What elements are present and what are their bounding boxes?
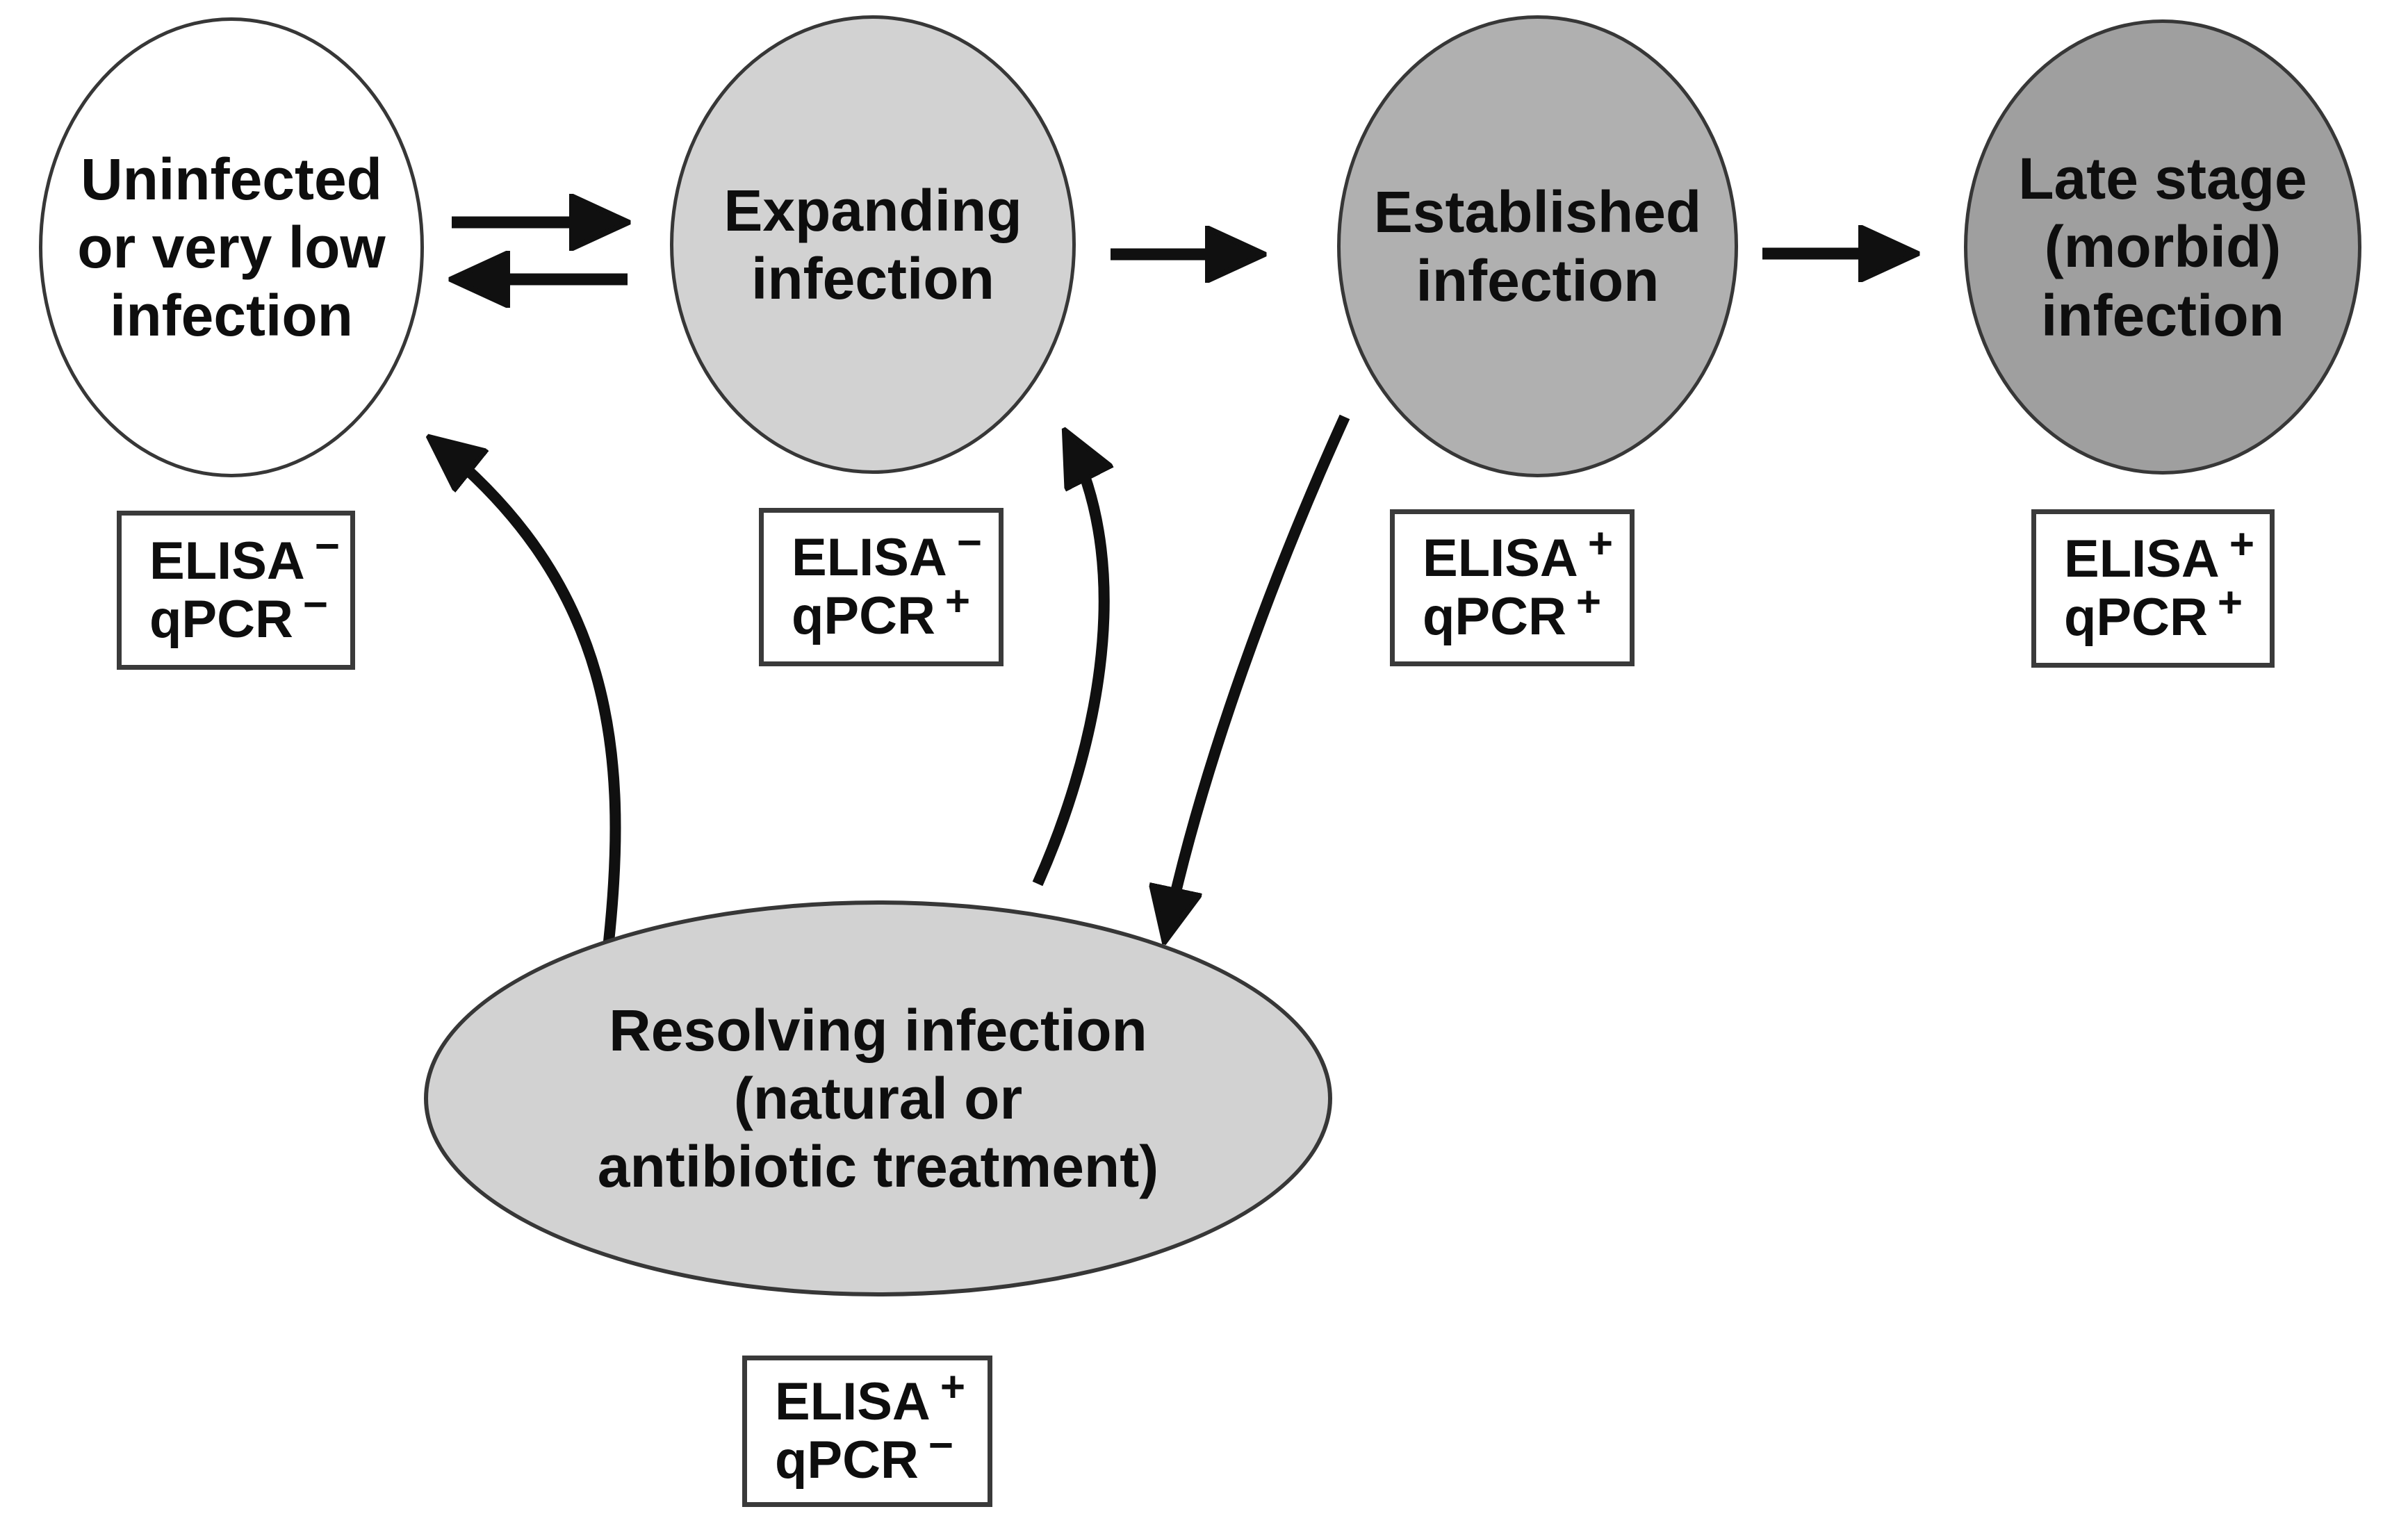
assay-row-qpcr: qPCR+ [792,579,999,645]
qpcr-label: qPCR [149,589,293,649]
assay-row-qpcr: qPCR+ [2064,580,2270,647]
assay-box-late-stage: ELISA+ qPCR+ [2031,509,2275,668]
assay-row-elisa: ELISA+ [2064,522,2270,589]
node-uninfected: Uninfected or very low infection [39,17,424,477]
elisa-sign: − [314,522,341,570]
assay-row-elisa: ELISA− [792,520,999,588]
qpcr-sign: + [2217,579,2243,627]
qpcr-sign: + [944,577,971,625]
elisa-label: ELISA [775,1372,931,1432]
elisa-sign: + [940,1363,966,1412]
node-resolving: Resolving infection (natural or antibiot… [424,900,1332,1296]
elisa-label: ELISA [792,528,947,588]
node-expanding: Expanding infection [670,15,1076,474]
qpcr-label: qPCR [1423,587,1566,646]
arrow-resolving-to-uninfected [435,442,621,942]
assay-row-qpcr: qPCR− [149,582,350,649]
elisa-label: ELISA [2064,529,2220,589]
assay-row-qpcr: qPCR+ [1423,579,1630,646]
arrow-established-to-resolving [1166,414,1350,934]
qpcr-label: qPCR [792,586,935,645]
qpcr-label: qPCR [2064,588,2208,647]
assay-row-elisa: ELISA+ [775,1365,988,1432]
qpcr-label: qPCR [775,1431,919,1490]
node-uninfected-label: Uninfected or very low infection [77,146,386,349]
assay-row-qpcr: qPCR− [775,1423,988,1490]
node-established: Established infection [1337,15,1738,477]
arrow-resolving-to-expanding [1032,437,1104,887]
elisa-sign: + [1587,520,1614,568]
assay-box-established: ELISA+ qPCR+ [1390,509,1635,666]
elisa-sign: + [2229,520,2255,569]
node-resolving-label: Resolving infection (natural or antibiot… [597,997,1159,1200]
assay-row-elisa: ELISA− [149,524,350,591]
assay-box-expanding: ELISA− qPCR+ [759,508,1004,666]
assay-row-elisa: ELISA+ [1423,521,1630,588]
qpcr-sign: + [1575,578,1602,626]
elisa-sign: − [956,519,983,568]
elisa-label: ELISA [1423,529,1578,588]
node-established-label: Established infection [1373,179,1702,313]
qpcr-sign: − [302,580,329,629]
node-late-stage: Late stage (morbid) infection [1964,19,2361,475]
assay-box-resolving: ELISA+ qPCR− [742,1356,992,1507]
assay-box-uninfected: ELISA− qPCR− [117,511,355,670]
node-late-stage-label: Late stage (morbid) infection [2018,146,2307,348]
qpcr-sign: − [928,1422,954,1469]
node-expanding-label: Expanding infection [723,177,1022,311]
elisa-label: ELISA [149,531,305,591]
